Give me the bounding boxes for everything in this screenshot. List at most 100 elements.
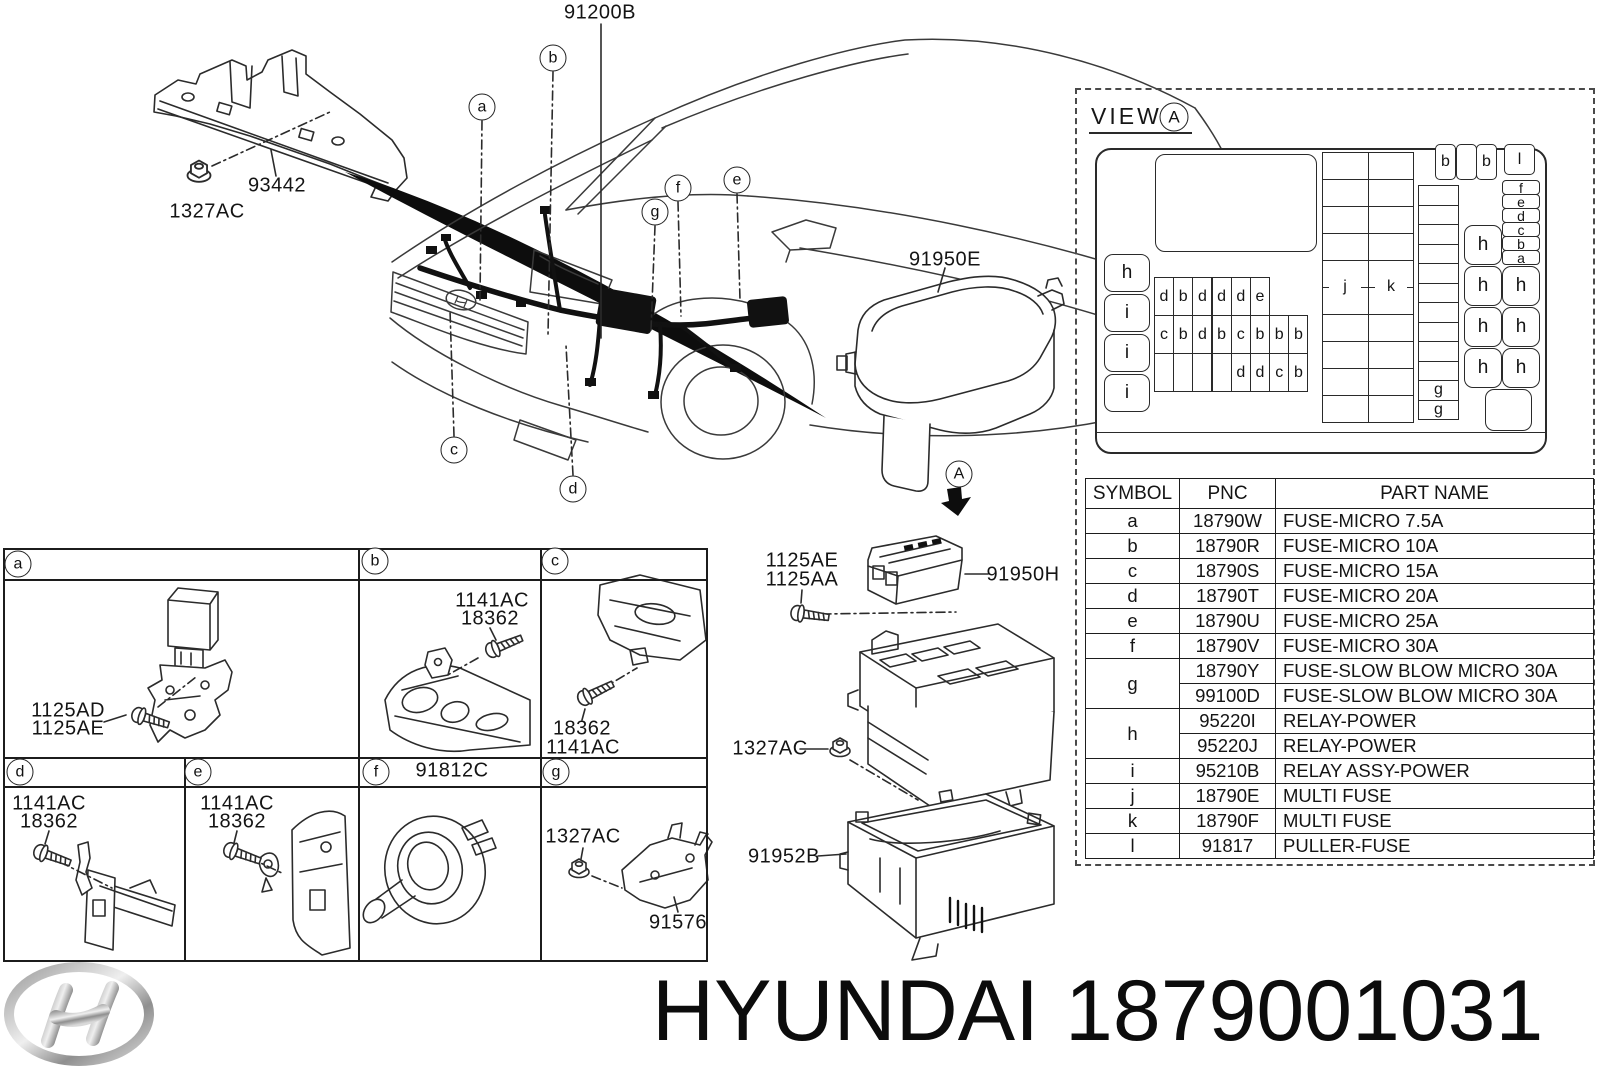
fuse-cell-r1c4: c — [1230, 315, 1251, 354]
callout-c: c — [440, 436, 468, 464]
bracket-nut-leader — [211, 111, 331, 167]
panel-e-art — [233, 810, 351, 956]
part-name-cell: RELAY-POWER — [1275, 733, 1594, 759]
multi-fuse-cell — [1367, 206, 1414, 234]
callout-f: f — [664, 174, 692, 202]
symbol-cell: b — [1085, 533, 1180, 559]
strip-cell-10: g — [1418, 380, 1459, 401]
strip-cell-11: g — [1418, 399, 1459, 420]
fuse-cell-r2c7: b — [1288, 353, 1309, 392]
panel-g-letter: g — [542, 758, 570, 786]
fuse-cell-r0c5: e — [1250, 277, 1270, 316]
table-header-row: SYMBOL PNC PART NAME — [1085, 478, 1594, 509]
fuse-cell-r1c0: c — [1154, 315, 1174, 354]
multi-fuse-cell — [1322, 152, 1369, 180]
detail-panel-grid — [3, 548, 708, 962]
callout-e: e — [723, 166, 751, 194]
strip-cell-9 — [1418, 360, 1459, 381]
symbol-cell: f — [1085, 633, 1180, 659]
symbol-cell: j — [1085, 783, 1180, 809]
symbol-cell: c — [1085, 558, 1180, 584]
fuse-cell-r2c5: d — [1250, 353, 1270, 392]
part-name-cell: FUSE-MICRO 25A — [1275, 608, 1594, 634]
grid-divider — [540, 757, 542, 962]
panel-e-label-2: 18362 — [207, 810, 267, 833]
upper-box-bolt-icon — [789, 602, 831, 627]
panel-b-label-1: 1141AC — [455, 589, 529, 612]
panel-a-label-1: 1125AD — [31, 699, 105, 722]
multi-fuse-cell — [1367, 314, 1414, 342]
symbol-cell: d — [1085, 583, 1180, 609]
view-marker-circle: A — [945, 460, 973, 488]
relay-cell-left-0: h — [1464, 225, 1502, 265]
fuse-cell-left-0: h — [1104, 254, 1150, 292]
fuse-cell-r0c4: d — [1230, 277, 1251, 316]
symbol-cell: h — [1085, 708, 1180, 759]
panel-d-letter: d — [6, 758, 34, 786]
puller-fuse-cell: l — [1504, 144, 1535, 175]
multi-fuse-label-k: k — [1375, 273, 1407, 301]
hyundai-logo — [4, 962, 154, 1066]
multi-fuse-cell — [1367, 233, 1414, 261]
top-cell-0: b — [1435, 144, 1456, 180]
symbol-cell: k — [1085, 808, 1180, 834]
grid-divider — [358, 548, 360, 757]
fuse-cell-r1c2: d — [1192, 315, 1213, 354]
multi-fuse-cell — [1367, 341, 1414, 369]
panel-c-letter: c — [541, 547, 569, 575]
multi-fuse-cell — [1367, 395, 1414, 423]
multi-fuse-cell — [1322, 179, 1369, 207]
panel-b-art — [384, 627, 531, 753]
upper-fuse-box-art — [867, 535, 963, 605]
grid-divider — [540, 548, 542, 757]
panel-d-art — [44, 830, 176, 951]
wiring-harness-art — [417, 213, 758, 397]
multi-fuse-cell — [1367, 152, 1414, 180]
part-label-bracket: 93442 — [247, 174, 307, 197]
pnc-cell: 18790W — [1179, 508, 1276, 534]
fuse-cell-r2c1 — [1173, 353, 1194, 392]
nut-to-block-leader — [849, 759, 919, 801]
grid-divider — [184, 757, 186, 962]
part-name-cell: RELAY-POWER — [1275, 708, 1594, 734]
fuse-cell-r0c3: d — [1211, 277, 1232, 316]
fuse-cell-r0c2: d — [1192, 277, 1213, 316]
strip-cell-4 — [1418, 263, 1459, 284]
view-a-marker-circle: A — [1159, 102, 1189, 132]
panel-c-label-1: 18362 — [552, 717, 612, 740]
fuse-cell-r2c0 — [1154, 353, 1174, 392]
panel-header-line — [3, 579, 708, 581]
multi-fuse-cell — [1322, 368, 1369, 396]
fuse-block-art — [847, 623, 1055, 807]
panel-g-label-1: 1327AC — [545, 825, 621, 848]
fuse-cell-r2c2 — [1192, 353, 1213, 392]
symbol-cell: e — [1085, 608, 1180, 634]
part-name-cell: FUSE-MICRO 7.5A — [1275, 508, 1594, 534]
part-label-fuse-box-nut: 1327AC — [732, 737, 808, 760]
col-symbol: SYMBOL — [1085, 478, 1180, 509]
symbol-cell: g — [1085, 658, 1180, 709]
callout-a: a — [468, 93, 496, 121]
part-label-upper-box-bolt-1: 1125AE — [765, 549, 839, 572]
part-name-cell: FUSE-MICRO 30A — [1275, 633, 1594, 659]
fuse-cell-r0c1: b — [1173, 277, 1194, 316]
col-part-name: PART NAME — [1275, 478, 1594, 509]
panel-d-label-2: 18362 — [19, 810, 79, 833]
panel-f-art — [362, 815, 497, 925]
multi-fuse-cell — [1322, 341, 1369, 369]
part-name-cell: MULTI FUSE — [1275, 783, 1594, 809]
relay-cell-left-1: h — [1464, 266, 1502, 306]
callout-g: g — [641, 198, 669, 226]
pnc-cell: 18790V — [1179, 633, 1276, 659]
